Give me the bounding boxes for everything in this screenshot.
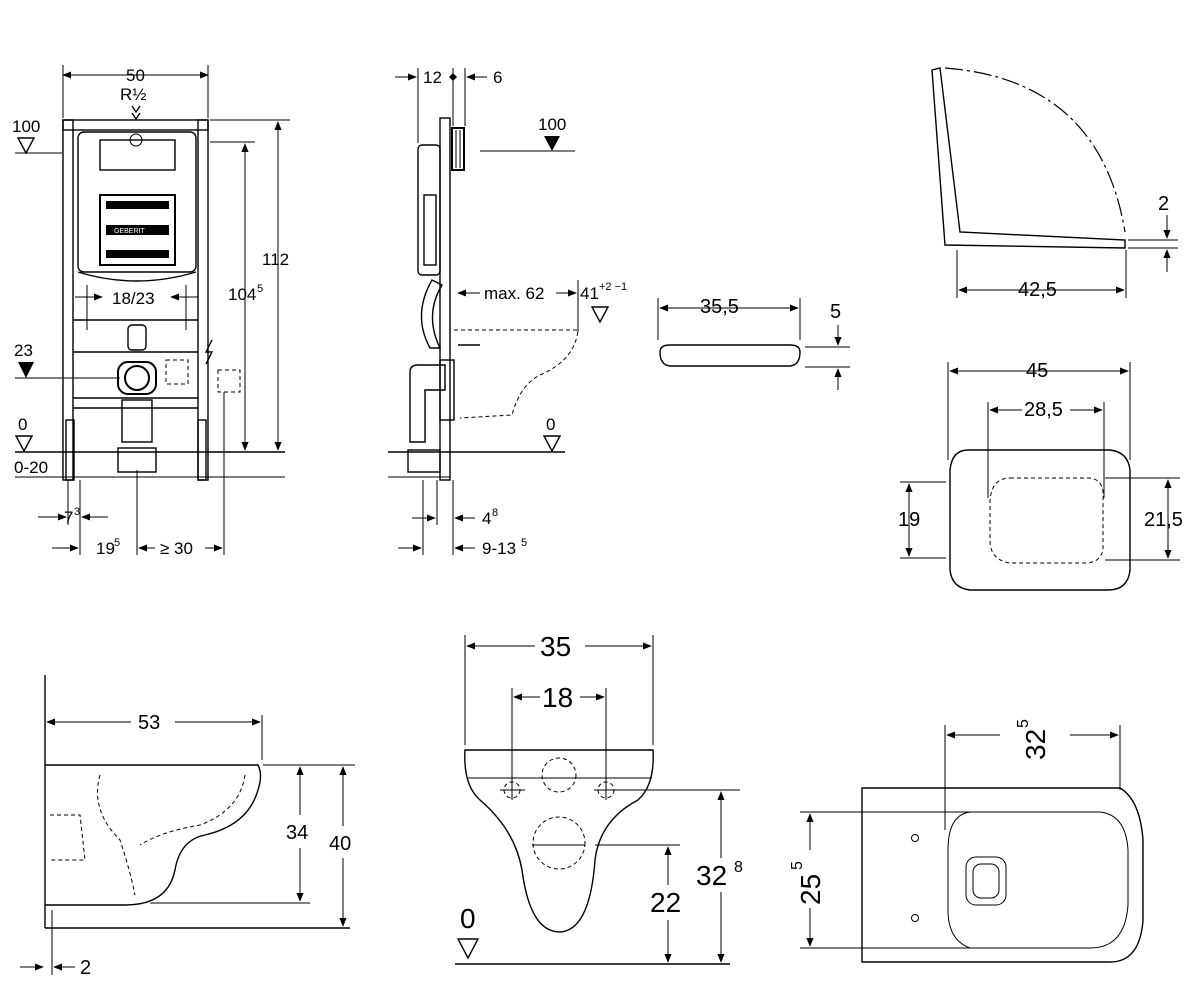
level-triangle-icon [542,435,562,453]
bowl-level-0-label: 0 [460,903,476,934]
svg-text:3: 3 [74,506,80,518]
svg-text:5: 5 [257,283,263,295]
electric-icon [204,339,214,365]
svg-text:+2 −1: +2 −1 [599,281,627,293]
bowl-h34-label: 34 [286,822,308,844]
dim-6-label: 6 [493,68,502,87]
svg-text:8: 8 [734,859,743,876]
min-30-label: ≥ 30 [160,539,193,558]
water-arrow-icon [131,105,141,121]
max-62-label: max. 62 [484,284,544,303]
flush-spacing-label: 18/23 [112,289,155,308]
bowl-h22-label: 22 [650,887,681,918]
bowl-gap-label: 2 [80,957,91,979]
frame-side-view: 12 6 100 max. 62 41 +2 −1 0 4 8 9-13 5 [388,68,627,558]
level-100-label: 100 [12,117,40,136]
svg-text:8: 8 [492,507,498,519]
dim-41-label: 41 [580,284,599,303]
level-100-side-label: 100 [538,115,566,134]
seat-inner-label: 28,5 [1024,399,1063,421]
bowl-top-depth-label: 25 [795,874,826,905]
frame-front-view: GEBERIT 50 R½ 100 23 [12,65,290,558]
range-9-label: 9-13 [482,539,516,558]
level-0-side-label: 0 [546,415,555,434]
lid-gap-label: 2 [1158,193,1169,215]
height-total-label: 112 [262,250,289,269]
level-triangle-icon [456,938,480,960]
level-triangle-icon [16,137,36,155]
bolt-spacing-label: 18 [542,682,573,713]
geberit-logo: GEBERIT [114,228,145,235]
level-filled-triangle-icon [18,362,34,378]
seat-top-view: 45 28,5 19 21,5 [898,360,1183,591]
seat-thickness-label: 5 [830,301,841,323]
bolt-hole-icon [594,778,619,800]
bowl-width-label: 35 [540,631,571,662]
frame-width-label: 50 [126,66,145,85]
level-filled-triangle-icon [544,136,560,151]
range-label: 0-20 [14,458,48,477]
bowl-front-view: 35 18 0 22 32 8 [455,631,743,965]
level-triangle-icon [14,435,34,453]
level-0-label: 0 [18,415,27,434]
pipe-size-label: R½ [120,85,146,104]
level-23-label: 23 [14,341,33,360]
bowl-h32-label: 32 [696,860,727,891]
seat-left-dim-label: 19 [898,509,920,531]
bowl-side-view: 53 34 40 2 [20,675,355,979]
dim-19-label: 19 [96,539,115,558]
svg-text:5: 5 [789,861,806,870]
seat-right-dim-label: 21,5 [1144,509,1183,531]
level-triangle-icon [590,306,610,324]
dim-12-label: 12 [423,68,442,87]
svg-text:5: 5 [1015,719,1032,728]
bolt-hole-icon [500,778,525,800]
seat-side-view: 35,5 5 [657,296,850,390]
seat-width-label: 35,5 [700,296,739,318]
bowl-h40-label: 40 [329,833,351,855]
svg-text:5: 5 [114,537,120,549]
dim-7-label: 7 [64,508,73,527]
seat-outer-label: 45 [1026,360,1048,382]
lid-depth-label: 42,5 [1018,279,1057,301]
dim-4-label: 4 [482,509,491,528]
bowl-top-width-label: 32 [1020,729,1051,760]
bowl-length-label: 53 [138,712,160,734]
height-frame-label: 104 [228,285,256,304]
svg-text:5: 5 [521,537,527,549]
bowl-top-view: 32 5 25 5 [789,719,1144,963]
lid-side-view: 2 42,5 [931,67,1178,301]
